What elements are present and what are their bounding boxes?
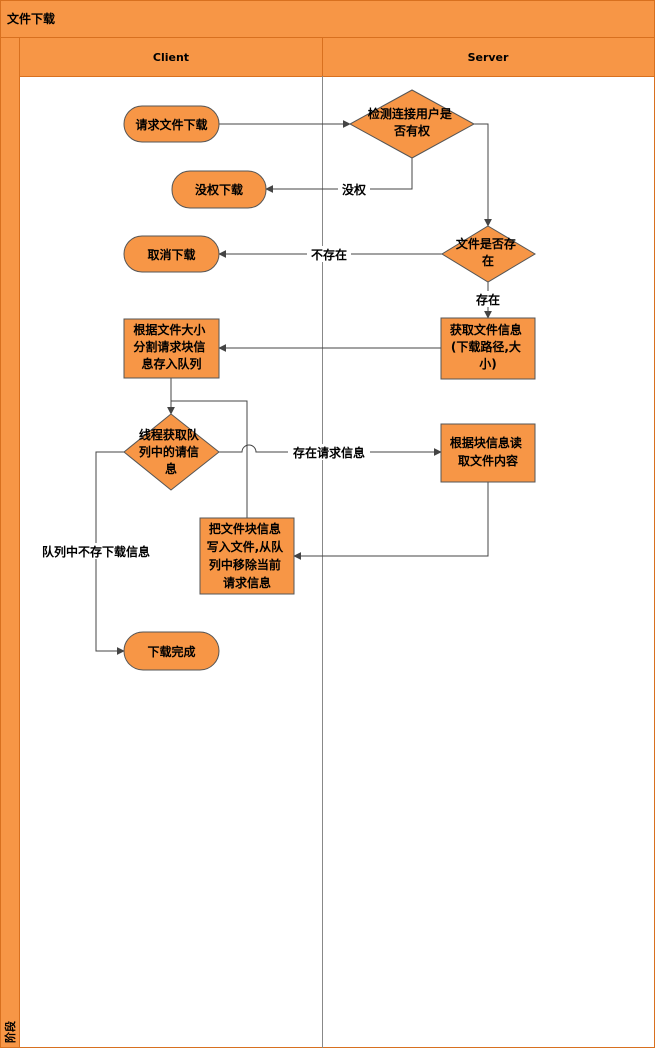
node-split-blocks[interactable]: 根据文件大小 分割请求块信 息存入队列 xyxy=(123,318,220,379)
edge-label-bg xyxy=(472,291,504,307)
node-label: 线程获取队 列中的请信 息 xyxy=(139,427,203,476)
pool-title: 文件下载 xyxy=(7,11,55,26)
lane-label-client: Client xyxy=(153,51,189,64)
node-label: 请求文件下载 xyxy=(135,117,207,132)
nodes: 请求文件下载 没权下载 取消下载 根据文件大小 分割请求块信 息存入队列 线程获… xyxy=(123,89,536,671)
node-file-exists[interactable]: 文件是否存 在 xyxy=(441,225,536,283)
node-request-download[interactable]: 请求文件下载 xyxy=(123,105,220,143)
edge-label-bg xyxy=(33,543,159,559)
lanes: Client Server xyxy=(19,37,655,1048)
edge-read-to-write xyxy=(293,482,489,560)
node-label: 检测连接用户是 否有权 xyxy=(368,106,456,138)
node-check-permission[interactable]: 检测连接用户是 否有权 xyxy=(348,89,476,159)
edge-label-queue-empty: 队列中不存下载信息 xyxy=(42,544,150,559)
edge-label-bg xyxy=(307,246,351,262)
node-thread-fetch[interactable]: 线程获取队 列中的请信 息 xyxy=(123,413,220,491)
edge-label-exists: 存在 xyxy=(475,292,500,307)
lane-header-server xyxy=(322,37,655,77)
process-shape xyxy=(440,317,536,380)
terminal-shape xyxy=(171,170,267,209)
edge-write-loop-back xyxy=(171,400,248,518)
node-label: 获取文件信息 (下载路径,大 小) xyxy=(449,322,526,371)
node-label: 下载完成 xyxy=(147,644,195,659)
process-shape xyxy=(440,423,536,483)
edge-label-no-permission: 没权 xyxy=(342,182,367,197)
terminal-shape xyxy=(123,235,220,273)
node-label: 根据块信息读 取文件内容 xyxy=(450,435,526,468)
edge-has-request xyxy=(219,444,442,456)
process-shape xyxy=(199,517,295,595)
node-label: 取消下载 xyxy=(147,247,195,262)
edge-labels: 没权 不存在 存在 存在请求信息 队列中不存下载信息 xyxy=(33,181,504,559)
node-label: 根据文件大小 分割请求块信 息存入队列 xyxy=(133,322,209,371)
node-label: 没权下载 xyxy=(195,182,243,197)
node-label: 文件是否存 在 xyxy=(456,236,520,268)
process-shape xyxy=(123,318,220,379)
edge-check-to-exists xyxy=(474,123,492,227)
node-read-content[interactable]: 根据块信息读 取文件内容 xyxy=(440,423,536,483)
edge-label-bg xyxy=(338,181,370,197)
phase-band xyxy=(0,37,20,1048)
edge-label-not-exists: 不存在 xyxy=(311,247,347,262)
lane-label-server: Server xyxy=(468,51,509,64)
node-write-block[interactable]: 把文件块信息 写入文件,从队 列中移除当前 请求信息 xyxy=(199,517,295,595)
lane-header-client xyxy=(19,37,323,77)
edge-label-has-request: 存在请求信息 xyxy=(292,445,365,460)
edge-label-bg xyxy=(288,444,370,460)
node-get-file-info[interactable]: 获取文件信息 (下载路径,大 小) xyxy=(440,317,536,380)
edge-no-permission xyxy=(265,158,413,193)
phase-label: 阶段 xyxy=(3,1021,17,1043)
decision-shape xyxy=(348,89,476,159)
node-cancel-download[interactable]: 取消下载 xyxy=(123,235,220,273)
terminal-shape xyxy=(123,105,220,143)
terminal-shape xyxy=(123,631,220,671)
pool-header xyxy=(0,0,655,38)
node-download-complete[interactable]: 下载完成 xyxy=(123,631,220,671)
decision-shape xyxy=(441,225,536,283)
decision-shape xyxy=(123,413,220,491)
node-label: 把文件块信息 写入文件,从队 列中移除当前 请求信息 xyxy=(207,521,288,590)
node-no-permission-download[interactable]: 没权下载 xyxy=(171,170,267,209)
